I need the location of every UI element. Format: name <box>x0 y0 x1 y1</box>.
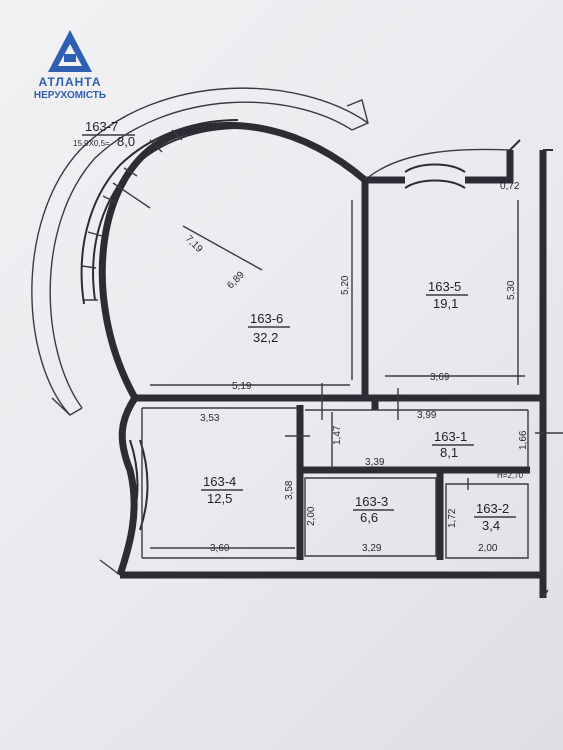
room-163-5-area: 19,1 <box>433 296 458 311</box>
room-163-6-label: 163-6 <box>250 311 283 326</box>
dim-0-72: 0,72 <box>500 181 520 192</box>
top-wall-upper <box>364 148 511 181</box>
room-163-1-area: 8,1 <box>440 445 458 460</box>
room-163-5-label: 163-5 <box>428 279 461 294</box>
diagonal-dimension <box>182 225 263 271</box>
dim-3-53: 3,53 <box>200 413 220 424</box>
dim-1-66: 1,66 <box>518 430 529 450</box>
dim-3-69: 3,69 <box>430 372 450 383</box>
outer-wall-bottom-edge <box>99 559 549 599</box>
balcony-end-top <box>346 99 369 131</box>
dim-2-00-right: 2,00 <box>478 543 498 554</box>
room-163-7-label: 163-7 <box>85 119 118 134</box>
dim-1-47: 1,47 <box>332 425 343 445</box>
dim-5-30: 5,30 <box>506 280 517 300</box>
room-163-2-label: 163-2 <box>476 501 509 516</box>
logo-subtitle: НЕРУХОМІСТЬ <box>33 90 107 101</box>
balcony-end-bottom <box>51 397 83 416</box>
room-163-3-label: 163-3 <box>355 494 388 509</box>
room-163-7-area: 8,0 <box>117 134 135 149</box>
room-163-4-inner <box>141 407 298 559</box>
dim-3-39: 3,39 <box>365 457 385 468</box>
dim-5-19: 5,19 <box>232 381 252 392</box>
balcony-outer-arc <box>31 87 369 416</box>
room-163-3-area: 6,6 <box>360 510 378 525</box>
room-163-4-area: 12,5 <box>207 491 232 506</box>
room-163-2-inner <box>445 483 529 559</box>
dim-5-20: 5,20 <box>340 275 351 295</box>
dim-3-58: 3,58 <box>284 480 295 500</box>
dim-2-00-left: 2,00 <box>306 506 317 526</box>
room-163-1-label: 163-1 <box>434 429 467 444</box>
balcony-outer-arc-inner <box>49 101 353 409</box>
room-163-5-window <box>404 163 466 189</box>
room-163-6-curved-window <box>92 127 241 301</box>
atlanta-logo-icon <box>48 30 92 72</box>
left-dim-line <box>112 182 151 209</box>
room-163-4-curved-wall <box>116 396 138 577</box>
room-163-4-label: 163-4 <box>203 474 236 489</box>
logo-name: АТЛАНТА <box>38 75 102 89</box>
room-163-6-curved-wall <box>98 122 368 400</box>
dim-3-99: 3,99 <box>417 410 437 421</box>
top-right-corner <box>509 139 553 151</box>
dim-1-72: 1,72 <box>447 508 458 528</box>
outer-wall-top-right <box>365 150 547 598</box>
door-marks <box>285 383 563 490</box>
ceiling-height: H=2,70 <box>497 471 524 480</box>
room-163-6-area: 32,2 <box>253 330 278 345</box>
dim-3-29: 3,29 <box>362 543 382 554</box>
wall-163-1-inner <box>305 409 529 468</box>
window-ticks <box>81 129 183 301</box>
room-163-6-curved-window-2 <box>80 119 239 305</box>
room-163-3-inner <box>304 477 437 557</box>
room-163-7-note: 15,9X0,5= <box>73 139 110 148</box>
room-163-2-area: 3,4 <box>482 518 500 533</box>
dim-6-89: 6,89 <box>225 269 247 291</box>
